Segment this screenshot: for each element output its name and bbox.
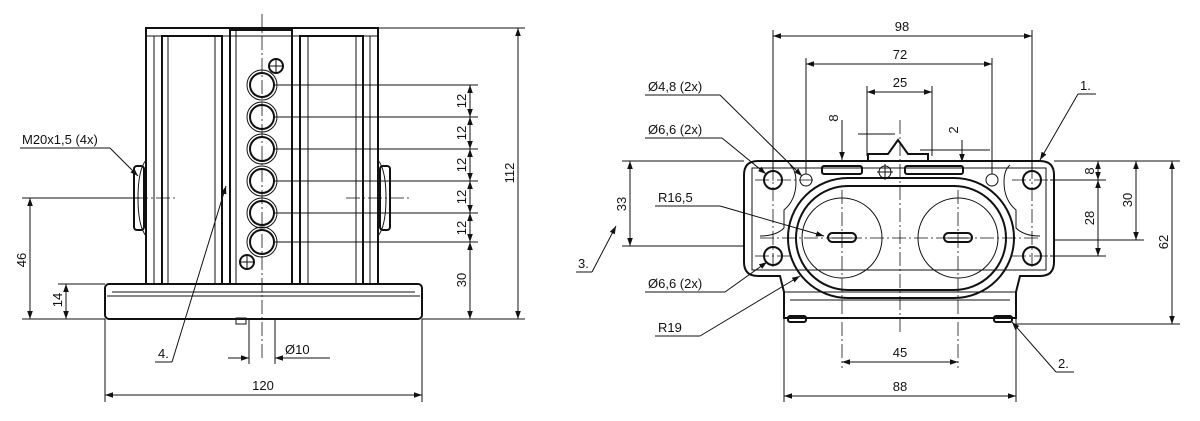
dim-pitch-4: 12 <box>454 190 469 204</box>
dim-slot-right: 2 <box>946 126 961 133</box>
dim-base-height: 14 <box>50 293 65 307</box>
dim-key-width: 25 <box>893 75 907 90</box>
dim-pitch-3: 12 <box>454 158 469 172</box>
dim-right-28: 28 <box>1082 211 1097 225</box>
dim-total-width: 120 <box>252 378 274 393</box>
callout-4: 4. <box>158 346 169 361</box>
dim-led-diameter: Ø10 <box>285 342 310 357</box>
dim-pitch-2: 12 <box>454 126 469 140</box>
dim-bottom-88: 88 <box>893 379 907 394</box>
dim-right-8: 8 <box>1082 167 1097 174</box>
label-radius-165: R16,5 <box>658 190 693 205</box>
right-view: 98 72 25 8 2 Ø4,8 (2x) Ø6,6 (2x) R16,5 <box>576 19 1180 402</box>
callout-2: 2. <box>1058 356 1069 371</box>
dim-pitch-1: 12 <box>454 94 469 108</box>
label-hole-66-top: Ø6,6 (2x) <box>648 122 702 137</box>
dim-right-62: 62 <box>1156 235 1171 249</box>
dim-inner-width: 72 <box>893 47 907 62</box>
label-hole-48: Ø4,8 (2x) <box>648 79 702 94</box>
label-hole-66-bottom: Ø6,6 (2x) <box>648 276 702 291</box>
dim-right-30: 30 <box>1120 193 1135 207</box>
dim-pitch-5: 12 <box>454 221 469 235</box>
dim-cable-height: 46 <box>14 253 29 267</box>
callout-1: 1. <box>1080 78 1091 93</box>
dim-base-to-led: 30 <box>454 273 469 287</box>
callout-3: 3. <box>578 256 589 271</box>
label-thread: M20x1,5 (4x) <box>22 132 98 147</box>
housing-outline <box>743 160 1055 319</box>
label-radius-19: R19 <box>658 320 682 335</box>
dim-slot-left: 8 <box>826 114 841 121</box>
base-plate <box>104 283 423 320</box>
dim-total-height: 112 <box>502 163 517 184</box>
dim-outer-width: 98 <box>895 19 909 34</box>
dim-bottom-45: 45 <box>893 345 907 360</box>
dim-height-33: 33 <box>614 197 629 211</box>
left-view: 12 12 12 12 12 12 30 112 46 14 120 Ø10 M… <box>14 14 525 402</box>
